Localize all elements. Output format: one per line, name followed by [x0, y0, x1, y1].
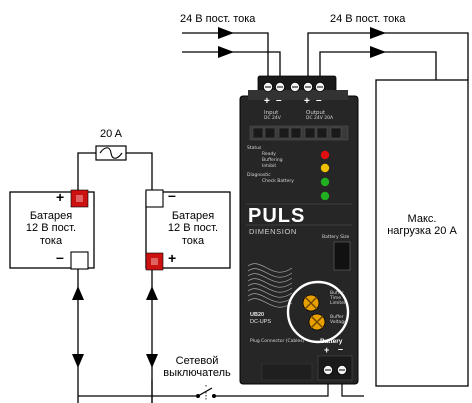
led-green-2	[320, 191, 330, 201]
battery-right-minus-sign: –	[168, 187, 176, 203]
battery-left-minus-terminal	[70, 251, 89, 270]
top-left-voltage-label: 24 В пост. тока	[180, 13, 256, 25]
input-minus-sign: –	[276, 95, 282, 106]
led-red	[320, 150, 330, 160]
input-spec: DC 24V	[264, 116, 281, 121]
arrow-icon	[218, 46, 234, 58]
bottom-terminals	[322, 364, 347, 375]
input-wires	[182, 32, 281, 80]
arrow-up-icon	[146, 286, 158, 300]
battery-terminal-minus: –	[338, 344, 344, 354]
highlight-circle	[286, 280, 350, 344]
arrow-down-icon	[146, 354, 158, 368]
fuse-label: 20 A	[100, 128, 123, 140]
model-sub-label: DC-UPS	[250, 319, 272, 325]
arrow-up-icon	[72, 286, 84, 300]
arrow-icon	[218, 27, 234, 39]
wave-decoration	[247, 263, 293, 308]
battery-left-plus-sign: +	[56, 189, 65, 205]
battery-terminal-label: Battery	[320, 338, 343, 345]
brand-logo: PULS	[248, 205, 306, 227]
output-wires	[307, 32, 469, 80]
input-arrows	[218, 27, 234, 58]
plug-connector-label: Plug Connector (Cables)	[250, 339, 305, 344]
battery-right-label: Батарея 12 В пост. тока	[167, 210, 219, 247]
load-label: Макс. нагрузка 20 А	[387, 213, 457, 238]
mains-switch-label: Сетевой выключатель	[163, 355, 231, 380]
output-label: Output	[306, 110, 326, 116]
ready-label: Ready	[262, 152, 276, 157]
output-arrows	[370, 27, 386, 58]
input-label: Input	[264, 110, 279, 116]
battery-leads	[77, 269, 153, 403]
buffer-voltage-knob	[308, 313, 326, 331]
battery-size-label: Battery Size	[322, 235, 350, 240]
fuse-icon	[95, 145, 127, 161]
buffering-label: Buffering	[262, 158, 283, 163]
output-minus-sign: –	[316, 95, 322, 106]
inhibit-label: Inhibit	[262, 164, 277, 169]
battery-left-minus-sign: –	[56, 249, 64, 265]
battery-left	[9, 189, 95, 270]
arrow-down-icon	[72, 354, 84, 368]
battery-lead-arrows	[72, 286, 158, 368]
time-limit-label: Buffer Time Limiter	[330, 291, 346, 306]
top-terminals	[262, 82, 325, 93]
battery-right-plus-terminal	[145, 252, 164, 271]
dc-ups-device	[239, 75, 359, 385]
battery-right-plus-sign: +	[168, 250, 177, 266]
led-yellow	[320, 163, 330, 173]
arrow-icon	[370, 46, 386, 58]
battery-right-minus-terminal	[145, 189, 164, 208]
buffer-time-knob	[302, 294, 320, 312]
led-green	[320, 177, 330, 187]
switch-icon	[196, 385, 216, 401]
top-right-voltage-label: 24 В пост. тока	[330, 13, 406, 25]
battery-left-plus-terminal	[70, 189, 89, 208]
output-spec: DC 24V 20A	[306, 116, 334, 121]
cutoff-label: Buffer Voltage	[330, 315, 347, 325]
model-label: UB20	[250, 312, 265, 318]
diagnostic-label: Diagnostic	[247, 173, 271, 178]
fuse-wiring	[77, 152, 153, 192]
check-battery-label: Check Battery	[262, 179, 294, 184]
arrow-icon	[370, 27, 386, 39]
battery-left-label: Батарея 12 В пост. тока	[25, 210, 77, 247]
sub-brand-label: DIMENSION	[249, 227, 297, 236]
output-plus-sign: +	[304, 96, 310, 107]
battery-terminal-plus: +	[324, 345, 330, 355]
battery-right	[145, 189, 231, 271]
input-plus-sign: +	[264, 96, 270, 107]
status-label: Status	[247, 146, 262, 151]
load-box	[375, 79, 469, 387]
